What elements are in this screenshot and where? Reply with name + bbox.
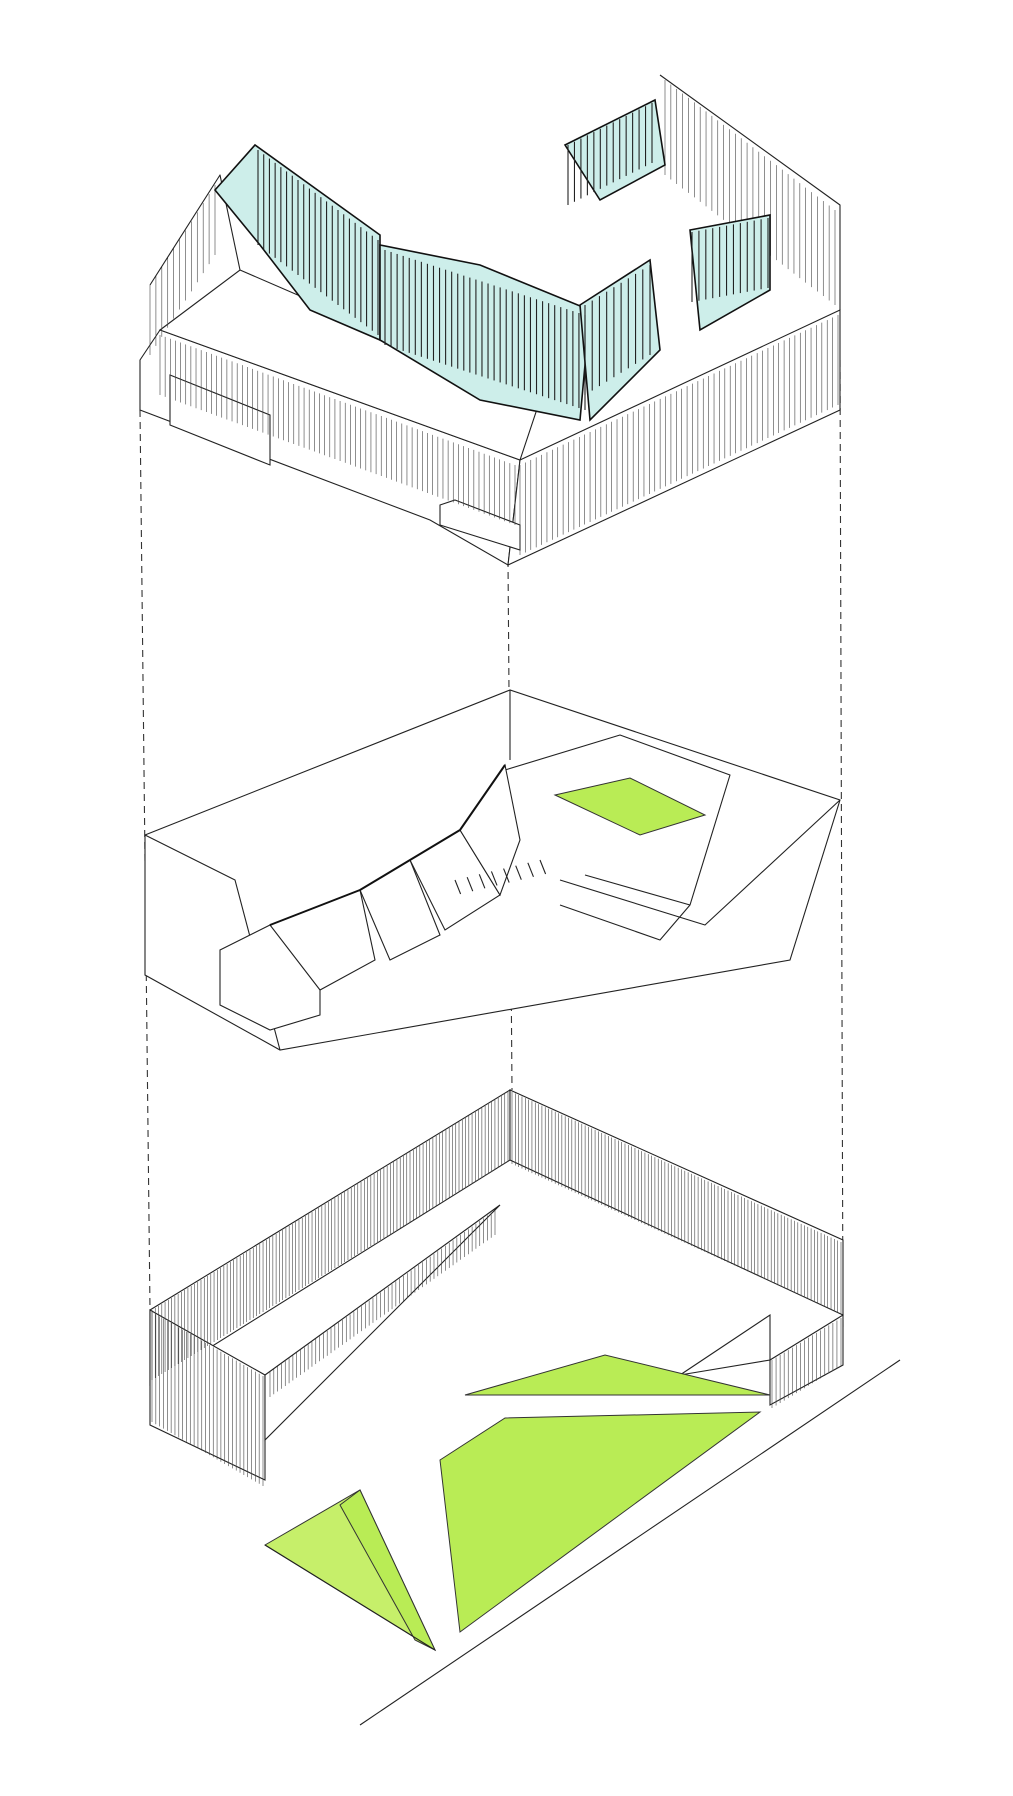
glazing-mullions (257, 103, 769, 410)
wall-back-right (509, 1089, 844, 1316)
stair-tread (527, 862, 534, 878)
stair-tread (515, 865, 522, 880)
perimeter-wall-layer (149, 1089, 844, 1486)
ramp-left (264, 1204, 501, 1442)
wall-front-right (769, 1314, 844, 1406)
wall-cladding-hatching (151, 1092, 842, 1486)
roof-facade-hatching (149, 80, 839, 555)
glazing-band-5 (689, 214, 771, 332)
notch-front (439, 499, 521, 551)
skylight-opening (553, 777, 707, 836)
notch-left (169, 374, 271, 466)
ground-plane-triangle-side (339, 1489, 437, 1652)
stair-tread (539, 859, 547, 875)
interior-stairs-layer (144, 689, 841, 1051)
rim-left (149, 174, 241, 286)
stair-tread (478, 874, 486, 889)
rim-right (659, 74, 841, 310)
glazing-band-4 (563, 98, 666, 202)
ground-plane-main (439, 1411, 762, 1633)
opening-frame (504, 734, 731, 906)
stair-edge (269, 764, 506, 926)
site-edge-line (359, 1359, 901, 1726)
ground-plane-strip (464, 1354, 771, 1396)
roof-enclosure-layer (139, 74, 841, 566)
glazing-band-2 (379, 244, 591, 421)
landing-slab-lower (559, 904, 691, 941)
landing-slab (559, 799, 841, 926)
stair-tread (503, 868, 510, 883)
stair-tread (454, 879, 462, 895)
stair-tread (466, 876, 474, 892)
ground-triangle-edge (264, 1544, 436, 1651)
ramp-right (679, 1313, 771, 1376)
ground-planes-layer (264, 1354, 901, 1726)
stair-treads (454, 859, 547, 895)
stair-tread (490, 871, 498, 886)
glazing-band-3 (579, 258, 661, 422)
